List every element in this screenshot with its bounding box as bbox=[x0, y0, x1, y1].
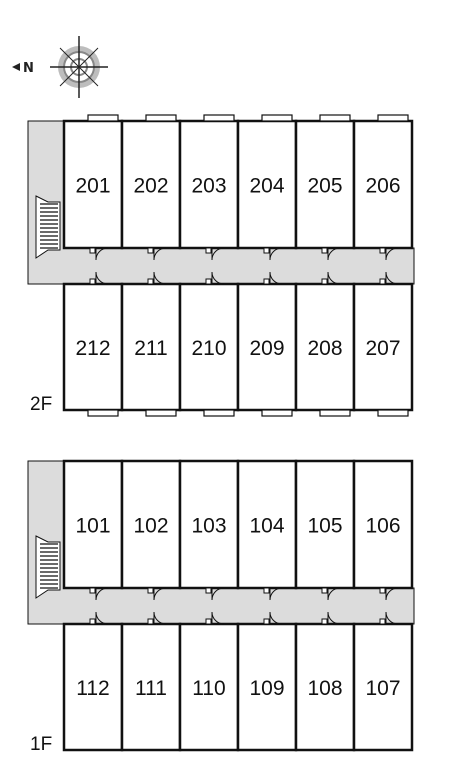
door-icon bbox=[379, 587, 399, 601]
room-202: 202 bbox=[120, 114, 182, 261]
balcony bbox=[203, 114, 235, 122]
compass-rose-icon bbox=[12, 36, 108, 98]
room-110: 110 bbox=[178, 611, 240, 752]
room-number-103: 103 bbox=[191, 515, 226, 538]
balcony bbox=[377, 409, 409, 417]
room-112: 112 bbox=[62, 611, 124, 752]
room-211: 211 bbox=[120, 271, 182, 417]
room-number-209: 209 bbox=[249, 337, 284, 360]
room-209: 209 bbox=[236, 271, 298, 417]
door-icon bbox=[379, 611, 399, 625]
door-icon bbox=[263, 247, 283, 261]
room-208: 208 bbox=[294, 271, 356, 417]
balcony bbox=[319, 409, 351, 417]
balcony bbox=[87, 114, 119, 122]
balcony bbox=[203, 409, 235, 417]
room-number-112: 112 bbox=[76, 677, 109, 700]
room-number-102: 102 bbox=[133, 515, 168, 538]
staircase-icon bbox=[35, 195, 61, 259]
door-icon bbox=[147, 611, 167, 625]
room-number-207: 207 bbox=[365, 337, 400, 360]
room-210: 210 bbox=[178, 271, 240, 417]
door-icon bbox=[321, 271, 341, 285]
door-icon bbox=[89, 271, 109, 285]
room-number-212: 212 bbox=[75, 337, 110, 360]
floor-label: 2F bbox=[30, 394, 52, 415]
room-number-111: 111 bbox=[135, 677, 167, 700]
door-icon bbox=[89, 587, 109, 601]
room-number-201: 201 bbox=[75, 175, 110, 198]
door-icon bbox=[147, 247, 167, 261]
room-number-208: 208 bbox=[307, 337, 342, 360]
balcony bbox=[145, 409, 177, 417]
door-icon bbox=[321, 587, 341, 601]
door-icon bbox=[147, 587, 167, 601]
room-number-107: 107 bbox=[365, 677, 400, 700]
balcony bbox=[261, 114, 293, 122]
door-icon bbox=[89, 247, 109, 261]
room-105: 105 bbox=[294, 459, 356, 601]
room-number-109: 109 bbox=[249, 677, 284, 700]
door-icon bbox=[263, 271, 283, 285]
balcony bbox=[145, 114, 177, 122]
door-icon bbox=[321, 247, 341, 261]
room-109: 109 bbox=[236, 611, 298, 752]
room-108: 108 bbox=[294, 611, 356, 752]
floor-1F: 101 102 103 104 105 106 112 111 110 109 108 107 1F bbox=[27, 459, 415, 755]
room-number-104: 104 bbox=[249, 515, 284, 538]
room-205: 205 bbox=[294, 114, 356, 261]
room-212: 212 bbox=[62, 271, 124, 417]
door-icon bbox=[205, 271, 225, 285]
door-icon bbox=[205, 611, 225, 625]
door-icon bbox=[379, 271, 399, 285]
room-207: 207 bbox=[352, 271, 414, 417]
room-103: 103 bbox=[178, 459, 240, 601]
door-icon bbox=[89, 611, 109, 625]
floor-label: 1F bbox=[30, 734, 52, 755]
balcony bbox=[261, 409, 293, 417]
room-number-105: 105 bbox=[307, 515, 342, 538]
door-icon bbox=[147, 271, 167, 285]
room-number-206: 206 bbox=[365, 175, 400, 198]
room-number-106: 106 bbox=[365, 515, 400, 538]
door-icon bbox=[205, 247, 225, 261]
staircase-icon bbox=[35, 535, 61, 599]
room-number-202: 202 bbox=[133, 175, 168, 198]
balcony bbox=[377, 114, 409, 122]
door-icon bbox=[263, 611, 283, 625]
door-icon bbox=[321, 611, 341, 625]
room-number-110: 110 bbox=[192, 677, 225, 700]
room-106: 106 bbox=[352, 459, 414, 601]
room-201: 201 bbox=[62, 114, 124, 261]
room-number-205: 205 bbox=[307, 175, 342, 198]
room-number-203: 203 bbox=[191, 175, 226, 198]
room-107: 107 bbox=[352, 611, 414, 752]
room-number-210: 210 bbox=[191, 337, 226, 360]
balcony bbox=[87, 409, 119, 417]
room-102: 102 bbox=[120, 459, 182, 601]
room-number-211: 211 bbox=[134, 337, 167, 360]
room-111: 111 bbox=[120, 611, 182, 752]
room-203: 203 bbox=[178, 114, 240, 261]
room-number-204: 204 bbox=[249, 175, 284, 198]
room-104: 104 bbox=[236, 459, 298, 601]
room-101: 101 bbox=[62, 459, 124, 601]
floor-2F: 201 202 203 204 205 206 212 211 210 209 208 207 2F bbox=[27, 114, 415, 417]
door-icon bbox=[263, 587, 283, 601]
door-icon bbox=[379, 247, 399, 261]
room-number-101: 101 bbox=[75, 515, 110, 538]
door-icon bbox=[205, 587, 225, 601]
compass-north-label: N bbox=[23, 61, 34, 76]
balcony bbox=[319, 114, 351, 122]
room-206: 206 bbox=[352, 114, 414, 261]
room-number-108: 108 bbox=[307, 677, 342, 700]
room-204: 204 bbox=[236, 114, 298, 261]
